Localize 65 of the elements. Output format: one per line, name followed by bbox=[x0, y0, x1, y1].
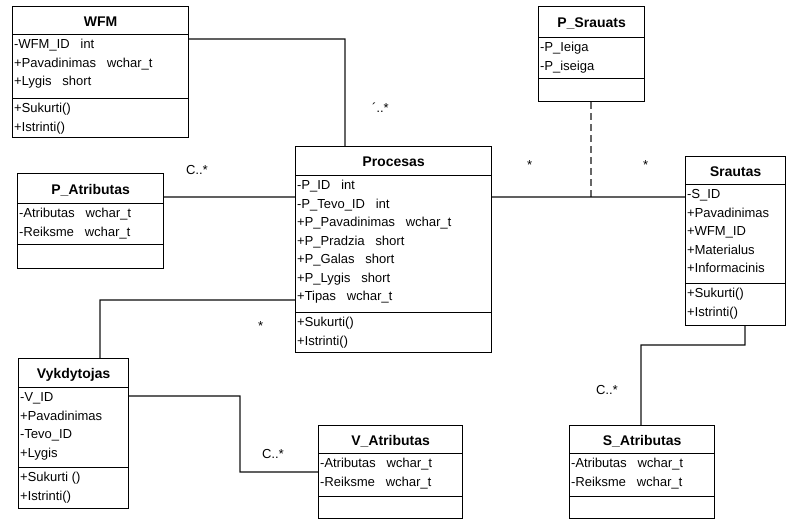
dashed-connector bbox=[590, 102, 592, 197]
association-line bbox=[189, 38, 346, 146]
attribute-text: -P_iseiga bbox=[540, 56, 596, 75]
association-line bbox=[492, 196, 685, 198]
class-box bbox=[538, 6, 645, 102]
class-box bbox=[18, 358, 129, 509]
class-box bbox=[318, 425, 463, 519]
attribute-text: +P_Lygis short bbox=[297, 268, 392, 287]
attribute-text: +P_Pradzia short bbox=[297, 232, 406, 250]
multiplicity-label: ´..* bbox=[372, 100, 389, 115]
attribute-text: -Atributas wchar_t bbox=[19, 204, 132, 222]
class-box bbox=[685, 156, 786, 326]
attribute-text: -Reiksme wchar_t bbox=[19, 222, 132, 241]
class-name: Vykdytojas bbox=[36, 365, 110, 381]
attribute-text: -Tevo_ID bbox=[20, 425, 74, 443]
attribute-text: -S_ID bbox=[687, 185, 722, 203]
class-name: P_Atributas bbox=[51, 180, 130, 196]
attribute-text: +Lygis short bbox=[14, 72, 92, 90]
attribute-text: +P_Galas short bbox=[297, 250, 396, 268]
multiplicity-label: * bbox=[527, 157, 532, 172]
attribute-text: +P_Pavadinimas wchar_t bbox=[297, 213, 452, 231]
attribute-text: -Reiksme wchar_t bbox=[320, 472, 432, 491]
attribute-text: +Tipas wchar_t bbox=[297, 287, 394, 305]
method-text: +Sukurti () bbox=[20, 468, 82, 486]
multiplicity-label: * bbox=[258, 318, 264, 333]
attribute-text: -WFM_ID int bbox=[14, 35, 96, 53]
association-line bbox=[640, 326, 746, 425]
association-line bbox=[99, 299, 295, 358]
multiplicity-label: * bbox=[643, 157, 648, 172]
attribute-text: -Reiksme wchar_t bbox=[571, 472, 684, 491]
method-text: +Sukurti() bbox=[687, 284, 745, 302]
class-box bbox=[17, 173, 164, 269]
attribute-text: +Pavadinimas bbox=[687, 204, 770, 222]
attribute-text: -P_Ieiga bbox=[540, 38, 590, 56]
attribute-text: +Materialus bbox=[687, 240, 756, 258]
class-box bbox=[12, 6, 189, 138]
attribute-text: +Lygis bbox=[20, 444, 58, 462]
attribute-text: +Informacinis bbox=[687, 259, 766, 277]
class-name: S_Atributas bbox=[602, 432, 682, 448]
association-line bbox=[129, 395, 318, 473]
attribute-text: -P_ID int bbox=[297, 176, 356, 194]
multiplicity-label: C..* bbox=[186, 162, 208, 177]
class-name: P_Srauats bbox=[557, 14, 626, 30]
attribute-text: +WFM_ID bbox=[687, 222, 747, 240]
method-text: +Sukurti() bbox=[297, 313, 355, 331]
attribute-text: -P_Tevo_ID int bbox=[297, 194, 390, 213]
method-text: +Istrinti() bbox=[687, 302, 739, 321]
attribute-text: -V_ID bbox=[20, 388, 54, 406]
attribute-text: -Atributas wchar_t bbox=[320, 454, 433, 472]
attribute-text: +Pavadinimas bbox=[20, 406, 104, 424]
class-name: V_Atributas bbox=[351, 432, 430, 448]
method-text: +Istrinti() bbox=[14, 118, 66, 136]
class-name: Srautas bbox=[710, 162, 762, 178]
attribute-text: +Pavadinimas wchar_t bbox=[14, 54, 154, 72]
attribute-text: -Atributas wchar_t bbox=[571, 454, 684, 472]
multiplicity-label: C..* bbox=[596, 382, 618, 397]
class-name: WFM bbox=[84, 12, 118, 28]
method-text: +Istrinti() bbox=[297, 332, 349, 350]
method-text: +Istrinti() bbox=[20, 486, 72, 505]
class-name: Procesas bbox=[362, 153, 425, 169]
class-box bbox=[295, 146, 492, 353]
multiplicity-label: C..* bbox=[262, 446, 284, 461]
method-text: +Sukurti() bbox=[14, 99, 72, 117]
class-box bbox=[569, 425, 715, 519]
association-line bbox=[164, 196, 295, 198]
